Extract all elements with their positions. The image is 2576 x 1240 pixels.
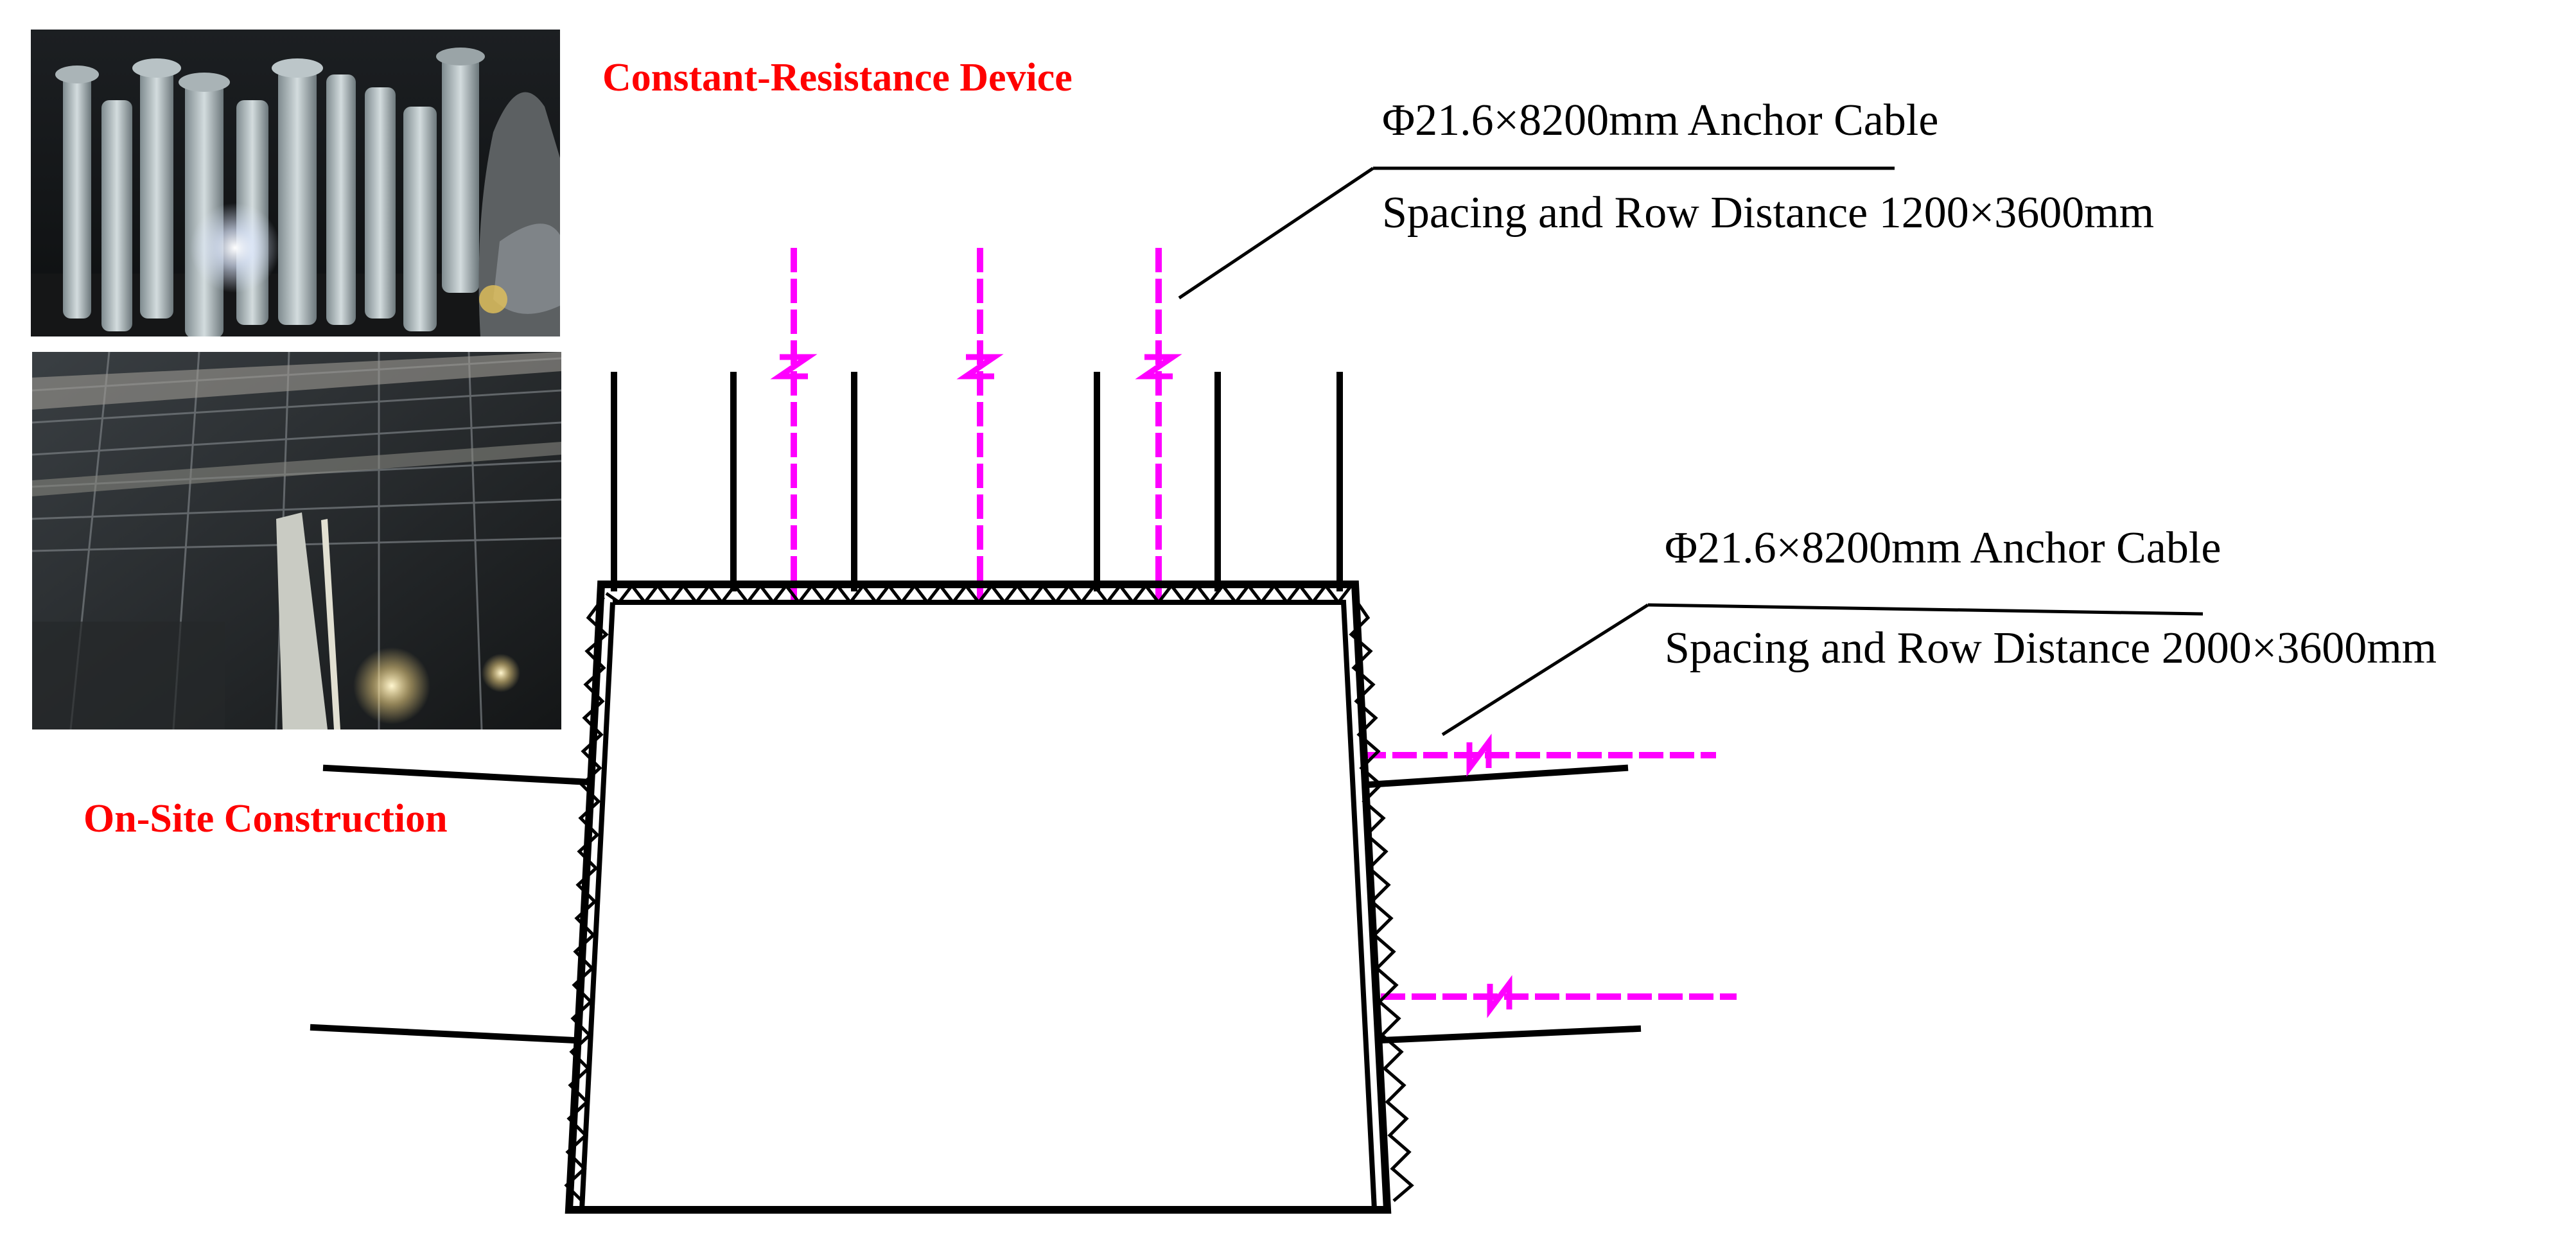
roof-cable-lock-icons <box>770 354 1182 380</box>
roof-cable-label: Φ21.6×8200mm Anchor Cable <box>1382 96 1939 145</box>
frame-truss <box>564 582 1414 1202</box>
site-label: On-Site Construction <box>83 797 448 841</box>
rib-cable-lock-icons <box>1466 733 1512 1018</box>
rib-cable-label: Φ21.6×8200mm Anchor Cable <box>1665 523 2221 573</box>
roof-spacing-label: Spacing and Row Distance 1200×3600mm <box>1382 188 2155 238</box>
rib-spacing-label: Spacing and Row Distance 2000×3600mm <box>1665 624 2437 673</box>
constant-resistance-device-photo <box>31 30 560 336</box>
steel-frame <box>565 581 1392 1214</box>
rib-anchor-cables <box>1362 752 1737 1000</box>
roof-anchor-cables <box>791 248 1162 604</box>
device-label: Constant-Resistance Device <box>602 56 1073 100</box>
on-site-construction-photo <box>32 352 561 729</box>
roof-bolts <box>611 372 1343 591</box>
rib-bolts <box>310 764 1642 1044</box>
